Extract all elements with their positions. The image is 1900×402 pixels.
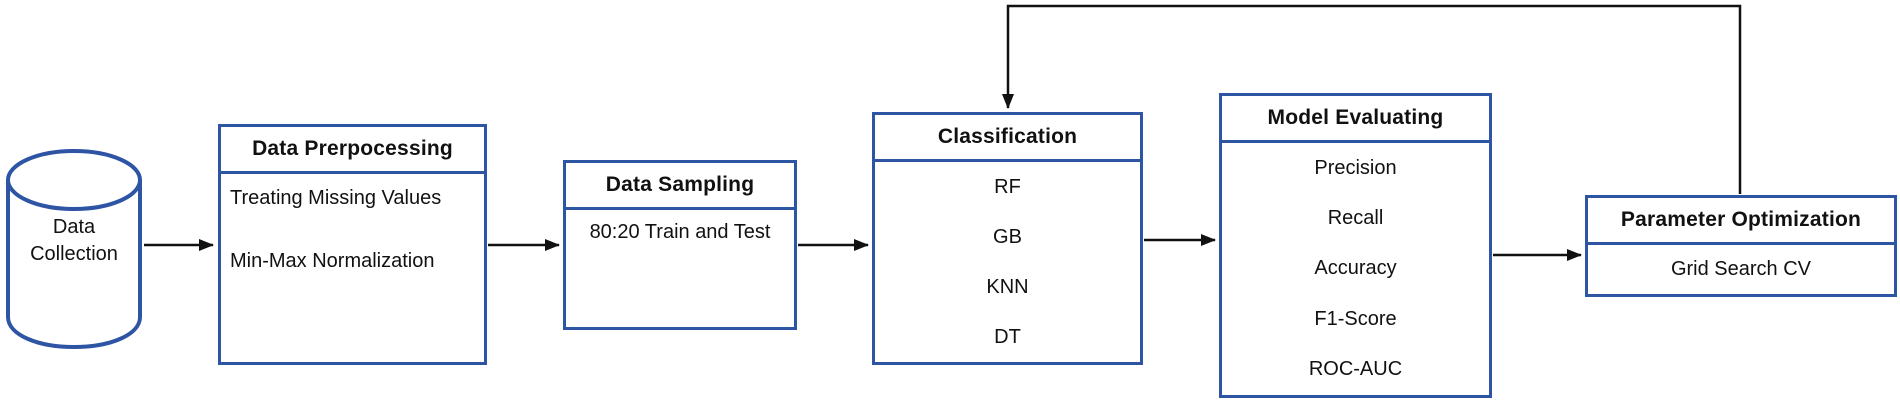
optimization-item: Grid Search CV [1670,258,1812,280]
classifier-item: RF [994,175,1021,198]
parameter-optimization-body: Grid Search CV [1588,245,1894,294]
metric-item: Accuracy [1314,257,1397,280]
node-parameter-optimization: Parameter Optimization Grid Search CV [1585,195,1897,297]
data-sampling-title: Data Sampling [566,163,794,210]
database-cylinder-icon [6,149,142,350]
model-evaluating-title: Model Evaluating [1222,96,1489,143]
preprocessing-item: Min-Max Normalization [230,250,435,272]
metric-item: Recall [1327,207,1384,230]
data-collection-label: Data Collection [5,214,143,268]
data-collection-label-line2: Collection [30,243,118,265]
data-preprocessing-body: Treating Missing Values Min-Max Normaliz… [221,174,484,362]
classifier-item: KNN [986,275,1029,298]
metric-item: F1-Score [1314,307,1397,330]
data-collection-label-line1: Data [52,216,96,238]
preprocessing-item: Treating Missing Values [230,187,442,209]
metric-item: Precision [1314,156,1397,179]
classification-body: RF GB KNN DT [875,162,1140,362]
node-data-sampling: Data Sampling 80:20 Train and Test [563,160,797,330]
classifier-item: GB [993,225,1022,248]
sampling-item: 80:20 Train and Test [589,221,771,243]
node-model-evaluating: Model Evaluating Precision Recall Accura… [1219,93,1492,398]
parameter-optimization-title: Parameter Optimization [1588,198,1894,245]
data-preprocessing-title: Data Prerpocessing [221,127,484,174]
metric-item: ROC-AUC [1308,358,1403,381]
model-evaluating-body: Precision Recall Accuracy F1-Score ROC-A… [1222,143,1489,395]
classification-title: Classification [875,115,1140,162]
data-sampling-body: 80:20 Train and Test [566,210,794,327]
node-data-collection: Data Collection [5,148,143,350]
node-classification: Classification RF GB KNN DT [872,112,1143,365]
classifier-item: DT [994,325,1021,348]
node-data-preprocessing: Data Prerpocessing Treating Missing Valu… [218,124,487,365]
